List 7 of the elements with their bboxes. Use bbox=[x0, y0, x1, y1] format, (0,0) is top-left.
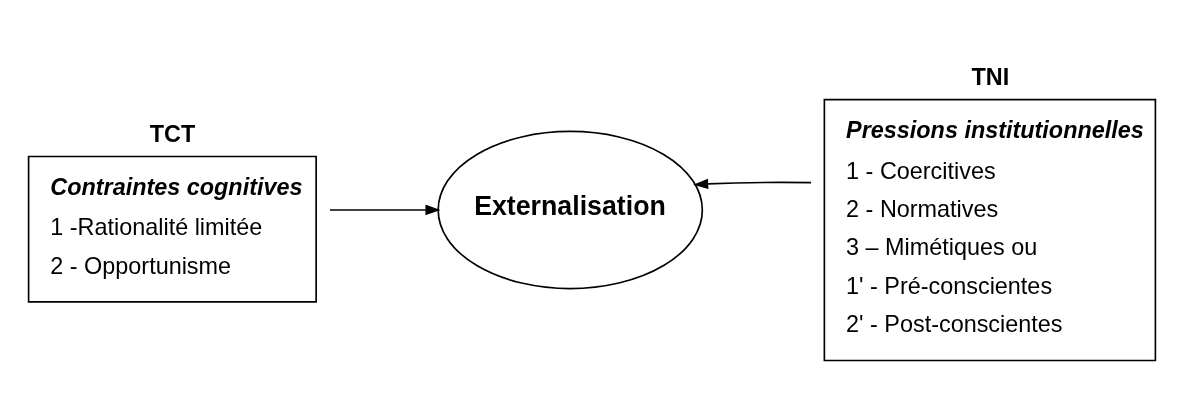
arrow bbox=[693, 178, 812, 189]
node-label: TNI bbox=[971, 63, 1010, 90]
node-box: Pressions institutionnelles 1 - Coercitives 2 - Normatives 3 – Mimétiques ou 1' - Pré-conscientes 2' - Post-conscientes bbox=[823, 98, 1157, 361]
node-ellipse: Externalisation bbox=[437, 130, 704, 289]
node-box: Contraintes cognitives 1 -Rationalité limitée 2 - Opportunisme bbox=[27, 155, 317, 303]
node-label: TCT bbox=[149, 120, 196, 147]
arrow bbox=[329, 204, 441, 215]
